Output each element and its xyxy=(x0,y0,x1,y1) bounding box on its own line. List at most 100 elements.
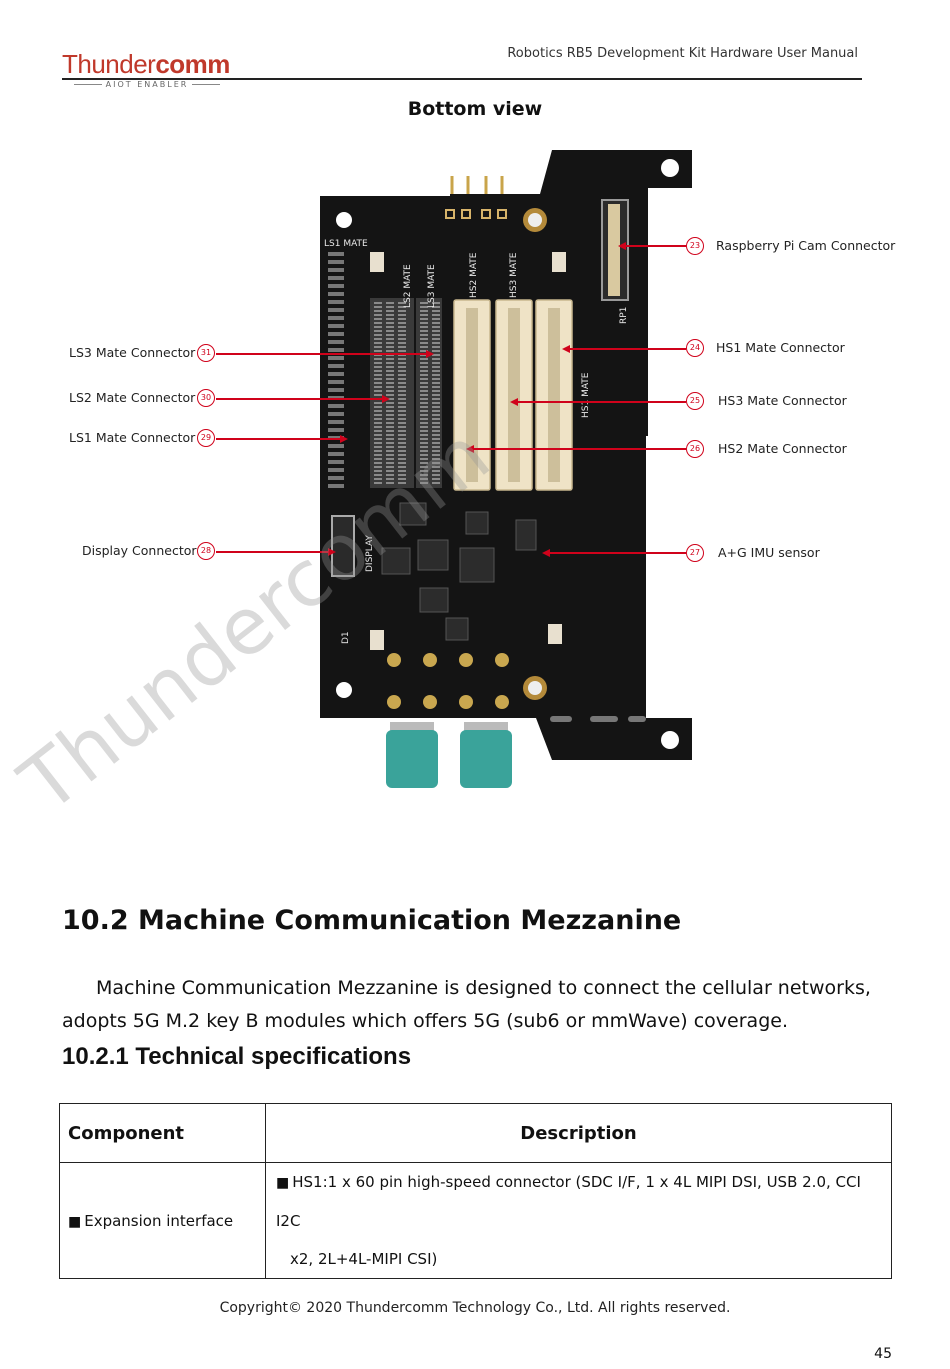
header-pin xyxy=(398,426,406,428)
company-logo: Thundercomm AIOT ENABLER xyxy=(62,50,242,90)
header-pin xyxy=(374,478,382,480)
header-pin xyxy=(398,402,406,404)
description-line-2: x2, 2L+4L-MIPI CSI) xyxy=(290,1250,438,1268)
header-pin xyxy=(420,326,428,328)
header-pin xyxy=(420,350,428,352)
header-pin xyxy=(398,362,406,364)
header-pin xyxy=(386,450,394,452)
arrow-29 xyxy=(340,435,348,443)
header-pin xyxy=(420,454,428,456)
header-pin xyxy=(386,446,394,448)
header-pin xyxy=(386,430,394,432)
header-pin xyxy=(386,426,394,428)
header-pin xyxy=(420,346,428,348)
header-pin xyxy=(420,358,428,360)
header-pin xyxy=(420,442,428,444)
header-pin xyxy=(386,402,394,404)
logo-tagline: AIOT ENABLER xyxy=(62,80,232,89)
header-pin xyxy=(398,390,406,392)
header-pin xyxy=(374,406,382,408)
header-pin xyxy=(398,342,406,344)
header-pin xyxy=(432,402,440,404)
header-pin xyxy=(398,330,406,332)
ls1-pin xyxy=(328,300,344,304)
header-pin xyxy=(386,422,394,424)
ls1-pin xyxy=(328,260,344,264)
header-pin xyxy=(386,362,394,364)
header-pin xyxy=(398,378,406,380)
silk-d1: D1 xyxy=(341,631,351,644)
header-pin xyxy=(432,342,440,344)
header-pin xyxy=(398,418,406,420)
header-pin xyxy=(374,334,382,336)
header-pin xyxy=(386,398,394,400)
header-pin xyxy=(386,302,394,304)
header-pin xyxy=(398,406,406,408)
ls1-pin xyxy=(328,484,344,488)
callout-badge-25: 25 xyxy=(686,392,704,410)
ls1-pin xyxy=(328,348,344,352)
header-pin xyxy=(420,318,428,320)
header-pin xyxy=(374,378,382,380)
header-pin xyxy=(420,426,428,428)
header-pin xyxy=(386,434,394,436)
header-pin xyxy=(374,458,382,460)
header-pin xyxy=(398,322,406,324)
figure-title: Bottom view xyxy=(407,98,543,120)
header-pin xyxy=(374,390,382,392)
header-pin xyxy=(374,434,382,436)
header-pin xyxy=(374,318,382,320)
silk-ls3: LS3 MATE xyxy=(427,264,437,308)
header-pin xyxy=(432,446,440,448)
header-pin xyxy=(420,422,428,424)
arrow-23 xyxy=(618,242,626,250)
ls1-pin xyxy=(328,252,344,256)
silk-rp1: RP1 xyxy=(619,307,629,324)
header-pin xyxy=(432,370,440,372)
header-pin xyxy=(386,390,394,392)
header-pin xyxy=(432,438,440,440)
header-pin xyxy=(432,458,440,460)
callout-badge-26: 26 xyxy=(686,440,704,458)
header-pin xyxy=(398,474,406,476)
ls1-pin xyxy=(328,324,344,328)
bullet-square: ■ xyxy=(276,1175,290,1191)
header-pin xyxy=(432,326,440,328)
header-pin xyxy=(398,386,406,388)
callout-badge-30: 30 xyxy=(197,389,215,407)
header-pin xyxy=(374,402,382,404)
table-header-description: Description xyxy=(265,1103,892,1163)
header-pin xyxy=(398,318,406,320)
leader-25 xyxy=(516,401,686,403)
header-pin xyxy=(420,362,428,364)
header-pin xyxy=(374,430,382,432)
header-pin xyxy=(374,362,382,364)
header-pin xyxy=(398,346,406,348)
header-pin xyxy=(386,326,394,328)
header-pin xyxy=(432,442,440,444)
header-pin xyxy=(386,394,394,396)
header-pin xyxy=(432,382,440,384)
header-pin xyxy=(374,354,382,356)
header-pin xyxy=(398,434,406,436)
logo-wordmark: Thundercomm xyxy=(62,50,242,78)
header-pin xyxy=(420,386,428,388)
header-pin xyxy=(420,342,428,344)
table-header-row: Component Description xyxy=(59,1103,892,1163)
header-pin xyxy=(420,406,428,408)
ls1-pin xyxy=(328,268,344,272)
header-pin xyxy=(398,458,406,460)
ls1-pin xyxy=(328,308,344,312)
header-pin xyxy=(374,326,382,328)
header-pin xyxy=(432,394,440,396)
header-pin xyxy=(420,314,428,316)
header-pin xyxy=(398,410,406,412)
header-pin xyxy=(432,426,440,428)
header-pin xyxy=(398,422,406,424)
header-pin xyxy=(374,414,382,416)
header-pin xyxy=(432,386,440,388)
header-pin xyxy=(432,310,440,312)
header-pin xyxy=(398,374,406,376)
header-pin xyxy=(386,482,394,484)
header-pin xyxy=(398,370,406,372)
